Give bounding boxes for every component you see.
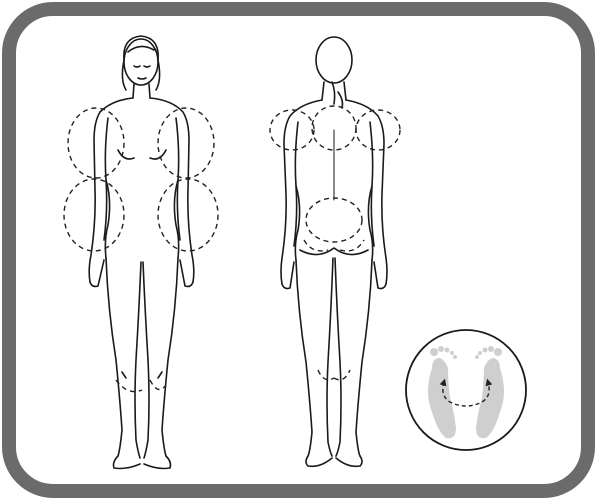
- feet-soles-inset: [406, 330, 526, 450]
